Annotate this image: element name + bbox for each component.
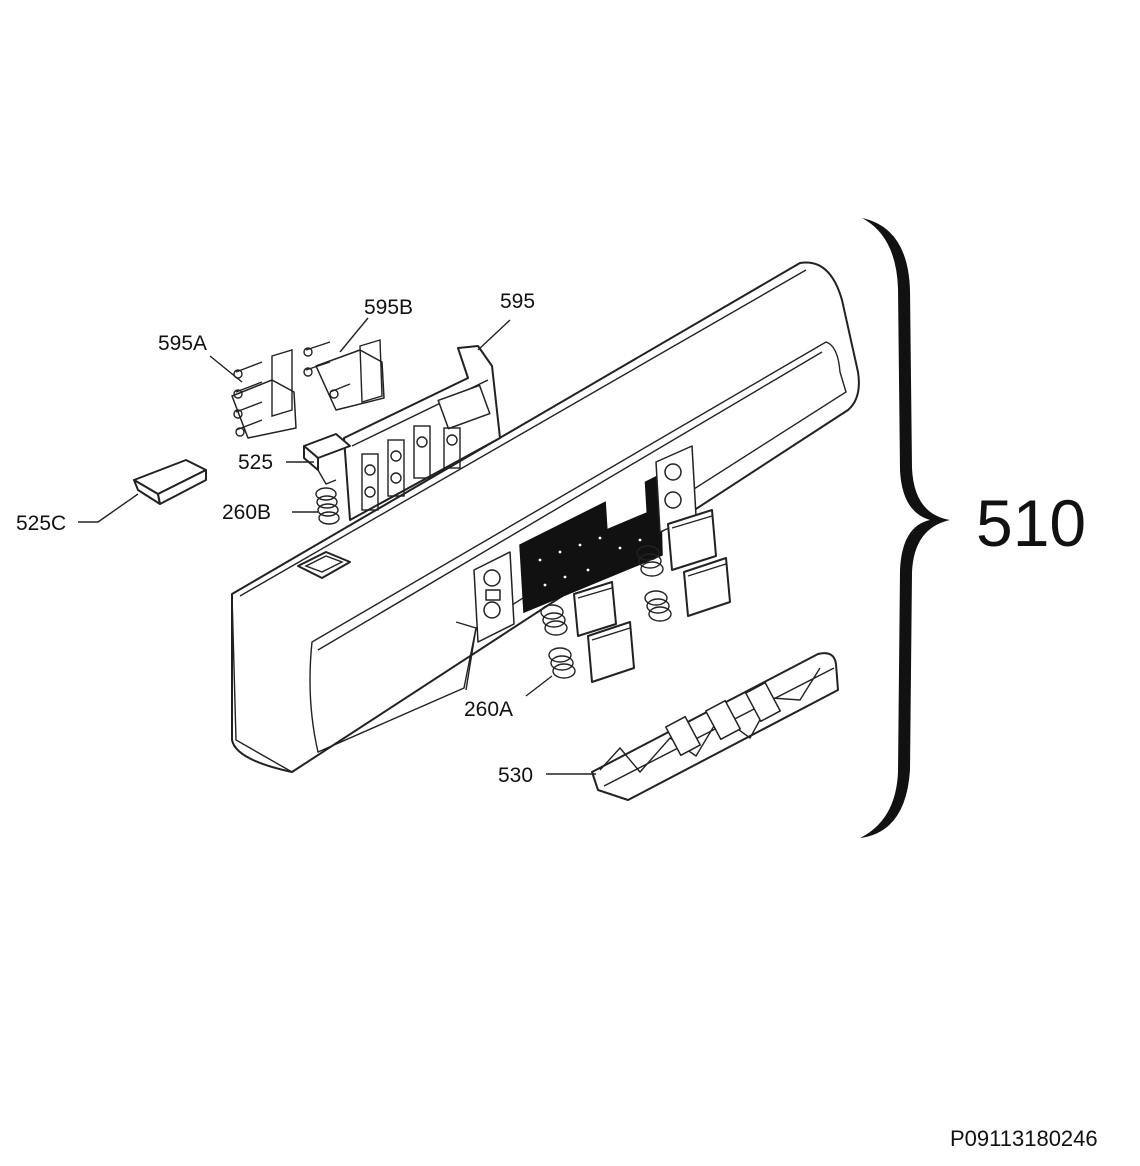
spring [636, 545, 664, 577]
push-rod-530 [591, 652, 839, 801]
label-530: 530 [498, 764, 533, 787]
spring [644, 590, 672, 622]
contact-clip-595a [231, 349, 297, 439]
spring [548, 647, 576, 679]
label-525c: 525C [16, 512, 66, 535]
push-button [667, 509, 717, 571]
button-bracket-left [473, 551, 515, 643]
control-panel-body [231, 261, 860, 773]
push-button [587, 621, 635, 683]
leader-lines [78, 317, 596, 775]
push-buttons [573, 509, 731, 683]
label-595: 595 [500, 290, 535, 313]
spring [540, 604, 568, 636]
push-button [683, 557, 731, 617]
label-assembly-510: 510 [976, 486, 1086, 560]
display-window [519, 473, 663, 614]
cover-525c [133, 459, 207, 505]
label-595a: 595A [158, 332, 207, 355]
label-525: 525 [238, 451, 273, 474]
push-button [573, 581, 617, 637]
board-carrier-595 [343, 345, 501, 521]
spring-260a-set [540, 545, 672, 679]
bracket-525 [303, 433, 351, 485]
label-260a: 260A [464, 698, 513, 721]
panel-square-hole [297, 551, 351, 579]
drawing-id: P09113180246 [950, 1126, 1098, 1151]
label-260b: 260B [222, 501, 271, 524]
contact-clip-595b [303, 339, 385, 411]
label-595b: 595B [364, 296, 413, 319]
assembly-brace [860, 218, 950, 838]
spring-260b [315, 487, 340, 525]
